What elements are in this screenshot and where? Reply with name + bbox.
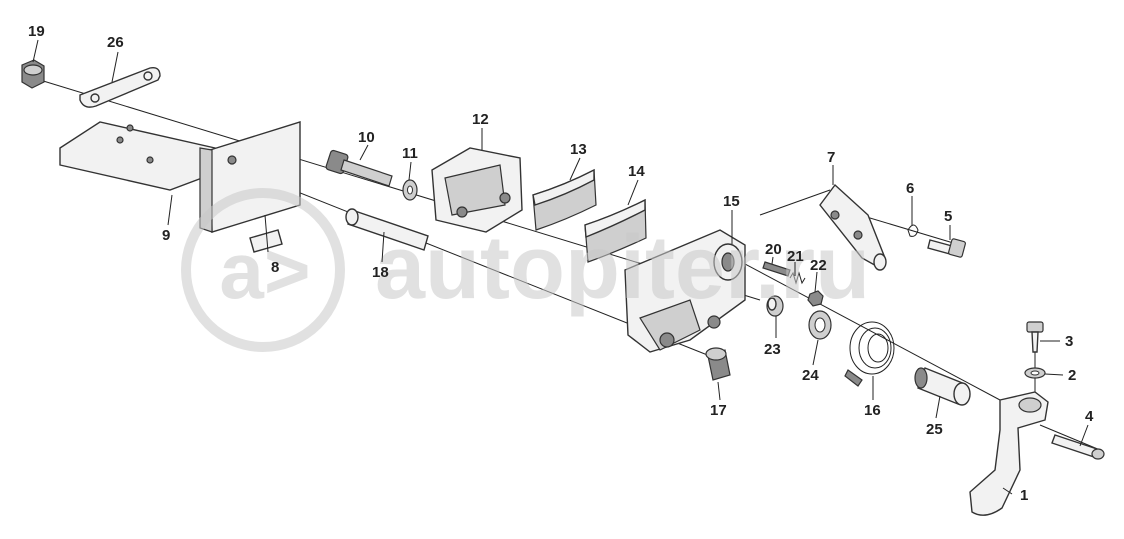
part-26-plate (79, 66, 161, 108)
callout-23: 23 (764, 341, 781, 358)
axis-line-pin4 (1039, 424, 1101, 451)
part-21-spring (789, 271, 806, 285)
part-4-pin (1051, 434, 1105, 460)
watermark-logo-ring (181, 188, 345, 352)
callout-24: 24 (802, 367, 819, 384)
part-15-carrier (624, 229, 746, 353)
callout-1: 1 (1020, 487, 1028, 504)
callout-21: 21 (787, 248, 804, 265)
part-19-nut (21, 59, 45, 89)
callout-9: 9 (162, 227, 170, 244)
callout-11: 11 (402, 145, 418, 162)
callout-17: 17 (710, 402, 727, 419)
part-20-screw (762, 261, 791, 277)
callout-18: 18 (372, 264, 389, 281)
part-16-coil-spring (844, 321, 895, 387)
callout-7: 7 (827, 149, 835, 166)
callout-15: 15 (723, 193, 740, 210)
part-8-clip (249, 229, 283, 253)
axis-line-bracket (759, 189, 831, 216)
part-10-bolt (325, 149, 393, 187)
part-14-brake-pad (584, 198, 647, 263)
part-9-bracket (59, 121, 301, 233)
watermark-text: autopiter.ru (375, 218, 870, 318)
part-12-caliper (431, 147, 523, 233)
callout-25: 25 (926, 421, 943, 438)
callout-5: 5 (944, 208, 952, 225)
part-1-lever (969, 391, 1049, 516)
callout-6: 6 (906, 180, 914, 197)
callout-14: 14 (628, 163, 645, 180)
part-2-washer (1024, 367, 1046, 379)
part-23-sleeve (766, 295, 784, 317)
callout-22: 22 (810, 257, 827, 274)
axis-line-spring (699, 239, 1001, 401)
watermark-logo-glyph: a> (219, 226, 310, 315)
callout-3: 3 (1065, 333, 1073, 350)
callout-4: 4 (1085, 408, 1094, 425)
part-18-pin (345, 208, 429, 251)
part-13-brake-pad (532, 168, 597, 231)
part-17-bushing (705, 347, 731, 381)
part-7-bracket (819, 183, 887, 271)
part-5-bolt (927, 238, 966, 258)
leader-lines (32, 39, 1089, 495)
part-24-washer (808, 310, 832, 340)
callout-8: 8 (271, 259, 279, 276)
part-11-washer (402, 179, 418, 201)
callout-26: 26 (107, 34, 124, 51)
callout-19: 19 (28, 23, 45, 40)
part-22-nut (807, 290, 824, 307)
callout-16: 16 (864, 402, 881, 419)
callout-13: 13 (570, 141, 587, 158)
callout-2: 2 (1068, 367, 1076, 384)
part-25-cylinder (914, 367, 971, 406)
callout-20: 20 (765, 241, 782, 258)
axis-line-bolt5 (859, 214, 961, 246)
part-3-bolt (1026, 321, 1044, 353)
callout-12: 12 (472, 111, 489, 128)
watermark: a> autopiter.ru (181, 188, 870, 352)
callouts: 1 2 3 4 5 6 7 8 9 10 11 12 13 14 15 16 1… (28, 23, 1094, 504)
callout-10: 10 (358, 129, 375, 146)
